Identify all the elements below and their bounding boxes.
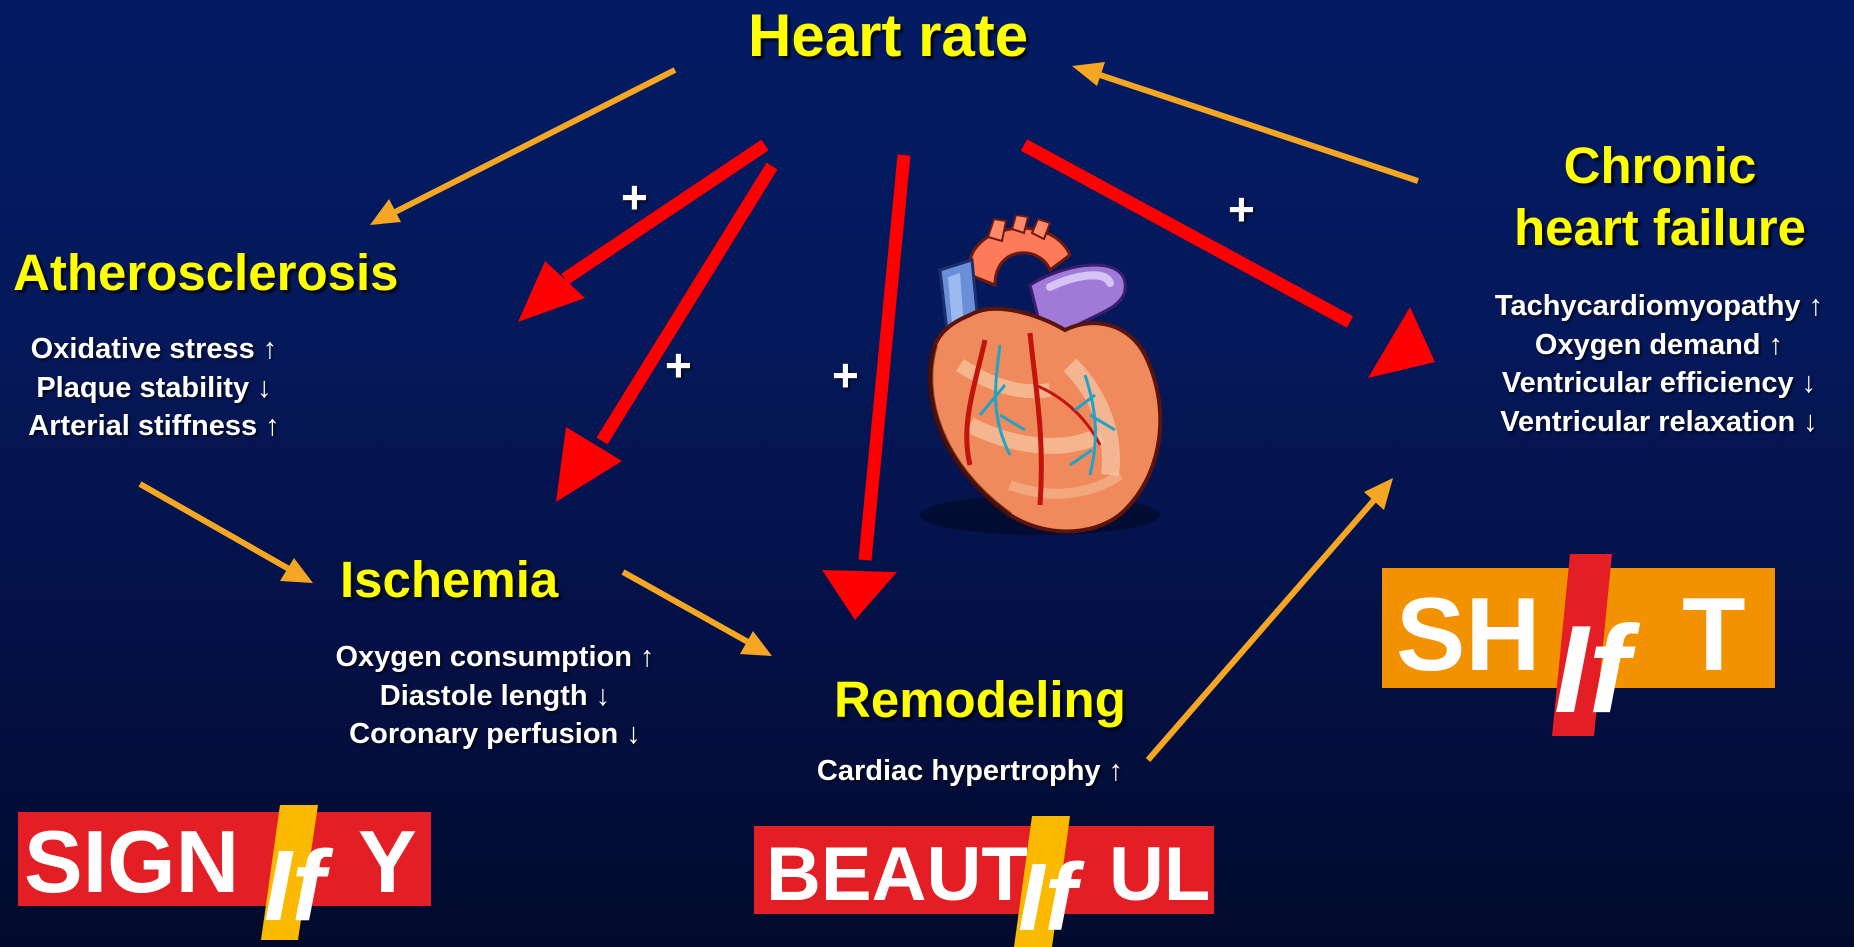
- effect-item: Plaque stability ↓: [0, 369, 308, 408]
- remodeling-title: Remodeling: [834, 671, 1126, 729]
- shift-logo-part2: T: [1682, 577, 1746, 693]
- remodeling-effects: Cardiac hypertrophy ↑: [790, 752, 1150, 791]
- shift-logo-part1: SH: [1396, 577, 1540, 693]
- chronic-heart-failure-title: Chronic heart failure: [1490, 135, 1830, 259]
- orange-arrow-chf-to-heart-rate-head: [1072, 62, 1105, 86]
- red-arrow-to-atherosclerosis: [565, 145, 765, 279]
- red-arrow-to-chf-head: [1368, 307, 1435, 378]
- plus-sign-chf: +: [1228, 186, 1255, 232]
- chf-effects: Tachycardiomyopathy ↑ Oxygen demand ↑ Ve…: [1465, 287, 1853, 441]
- effect-item: Oxygen demand ↑: [1465, 326, 1853, 365]
- atherosclerosis-title: Atherosclerosis: [13, 244, 399, 302]
- red-arrow-to-remodeling-head: [822, 570, 897, 620]
- effect-item: Oxygen consumption ↑: [305, 638, 685, 677]
- red-arrow-to-ischemia-head: [556, 427, 622, 502]
- orange-arrow-remodeling-to-chf: [1148, 499, 1375, 760]
- signify-logo-part2: Y: [358, 812, 417, 911]
- heart-rate-title: Heart rate: [748, 2, 1028, 70]
- beautiful-logo-italic: If: [1018, 844, 1085, 947]
- shift-logo-italic: If: [1554, 601, 1640, 736]
- beautiful-logo-part2: UL: [1109, 832, 1210, 917]
- beautiful-logo-part1: BEAUT: [766, 832, 1028, 917]
- shift-logo: SH If T: [1382, 552, 1778, 736]
- effect-item: Coronary perfusion ↓: [305, 715, 685, 754]
- atherosclerosis-effects: Oxidative stress ↑ Plaque stability ↓ Ar…: [0, 330, 308, 446]
- plus-sign-ischemia: +: [665, 342, 692, 388]
- effect-item: Tachycardiomyopathy ↑: [1465, 287, 1853, 326]
- orange-arrow-chf-to-heart-rate: [1097, 74, 1418, 181]
- red-arrow-to-remodeling: [865, 155, 904, 560]
- effect-item: Cardiac hypertrophy ↑: [790, 752, 1150, 791]
- signify-logo-italic: If: [264, 830, 334, 942]
- chf-title-line-1: Chronic: [1490, 135, 1830, 197]
- orange-arrow-ischemia-to-remodeling: [623, 572, 748, 642]
- heart-illustration-icon: [900, 215, 1170, 555]
- signify-logo-part1: SIGN: [24, 812, 239, 911]
- effect-item: Arterial stiffness ↑: [0, 407, 308, 446]
- orange-arrow-atherosclerosis-to-ischemia: [140, 484, 289, 569]
- plus-sign-remodeling: +: [832, 352, 859, 398]
- effect-item: Ventricular efficiency ↓: [1465, 364, 1853, 403]
- effect-item: Diastole length ↓: [305, 677, 685, 716]
- chf-title-line-2: heart failure: [1490, 197, 1830, 259]
- orange-arrow-atherosclerosis-to-ischemia-head: [280, 558, 313, 583]
- beautiful-logo: BEAUT If UL: [754, 812, 1216, 947]
- ischemia-title: Ischemia: [340, 551, 558, 609]
- ischemia-effects: Oxygen consumption ↑ Diastole length ↓ C…: [305, 638, 685, 754]
- effect-item: Ventricular relaxation ↓: [1465, 403, 1853, 442]
- signify-logo: SIGN If Y: [18, 800, 433, 942]
- plus-sign-atherosclerosis: +: [621, 174, 648, 220]
- effect-item: Oxidative stress ↑: [0, 330, 308, 369]
